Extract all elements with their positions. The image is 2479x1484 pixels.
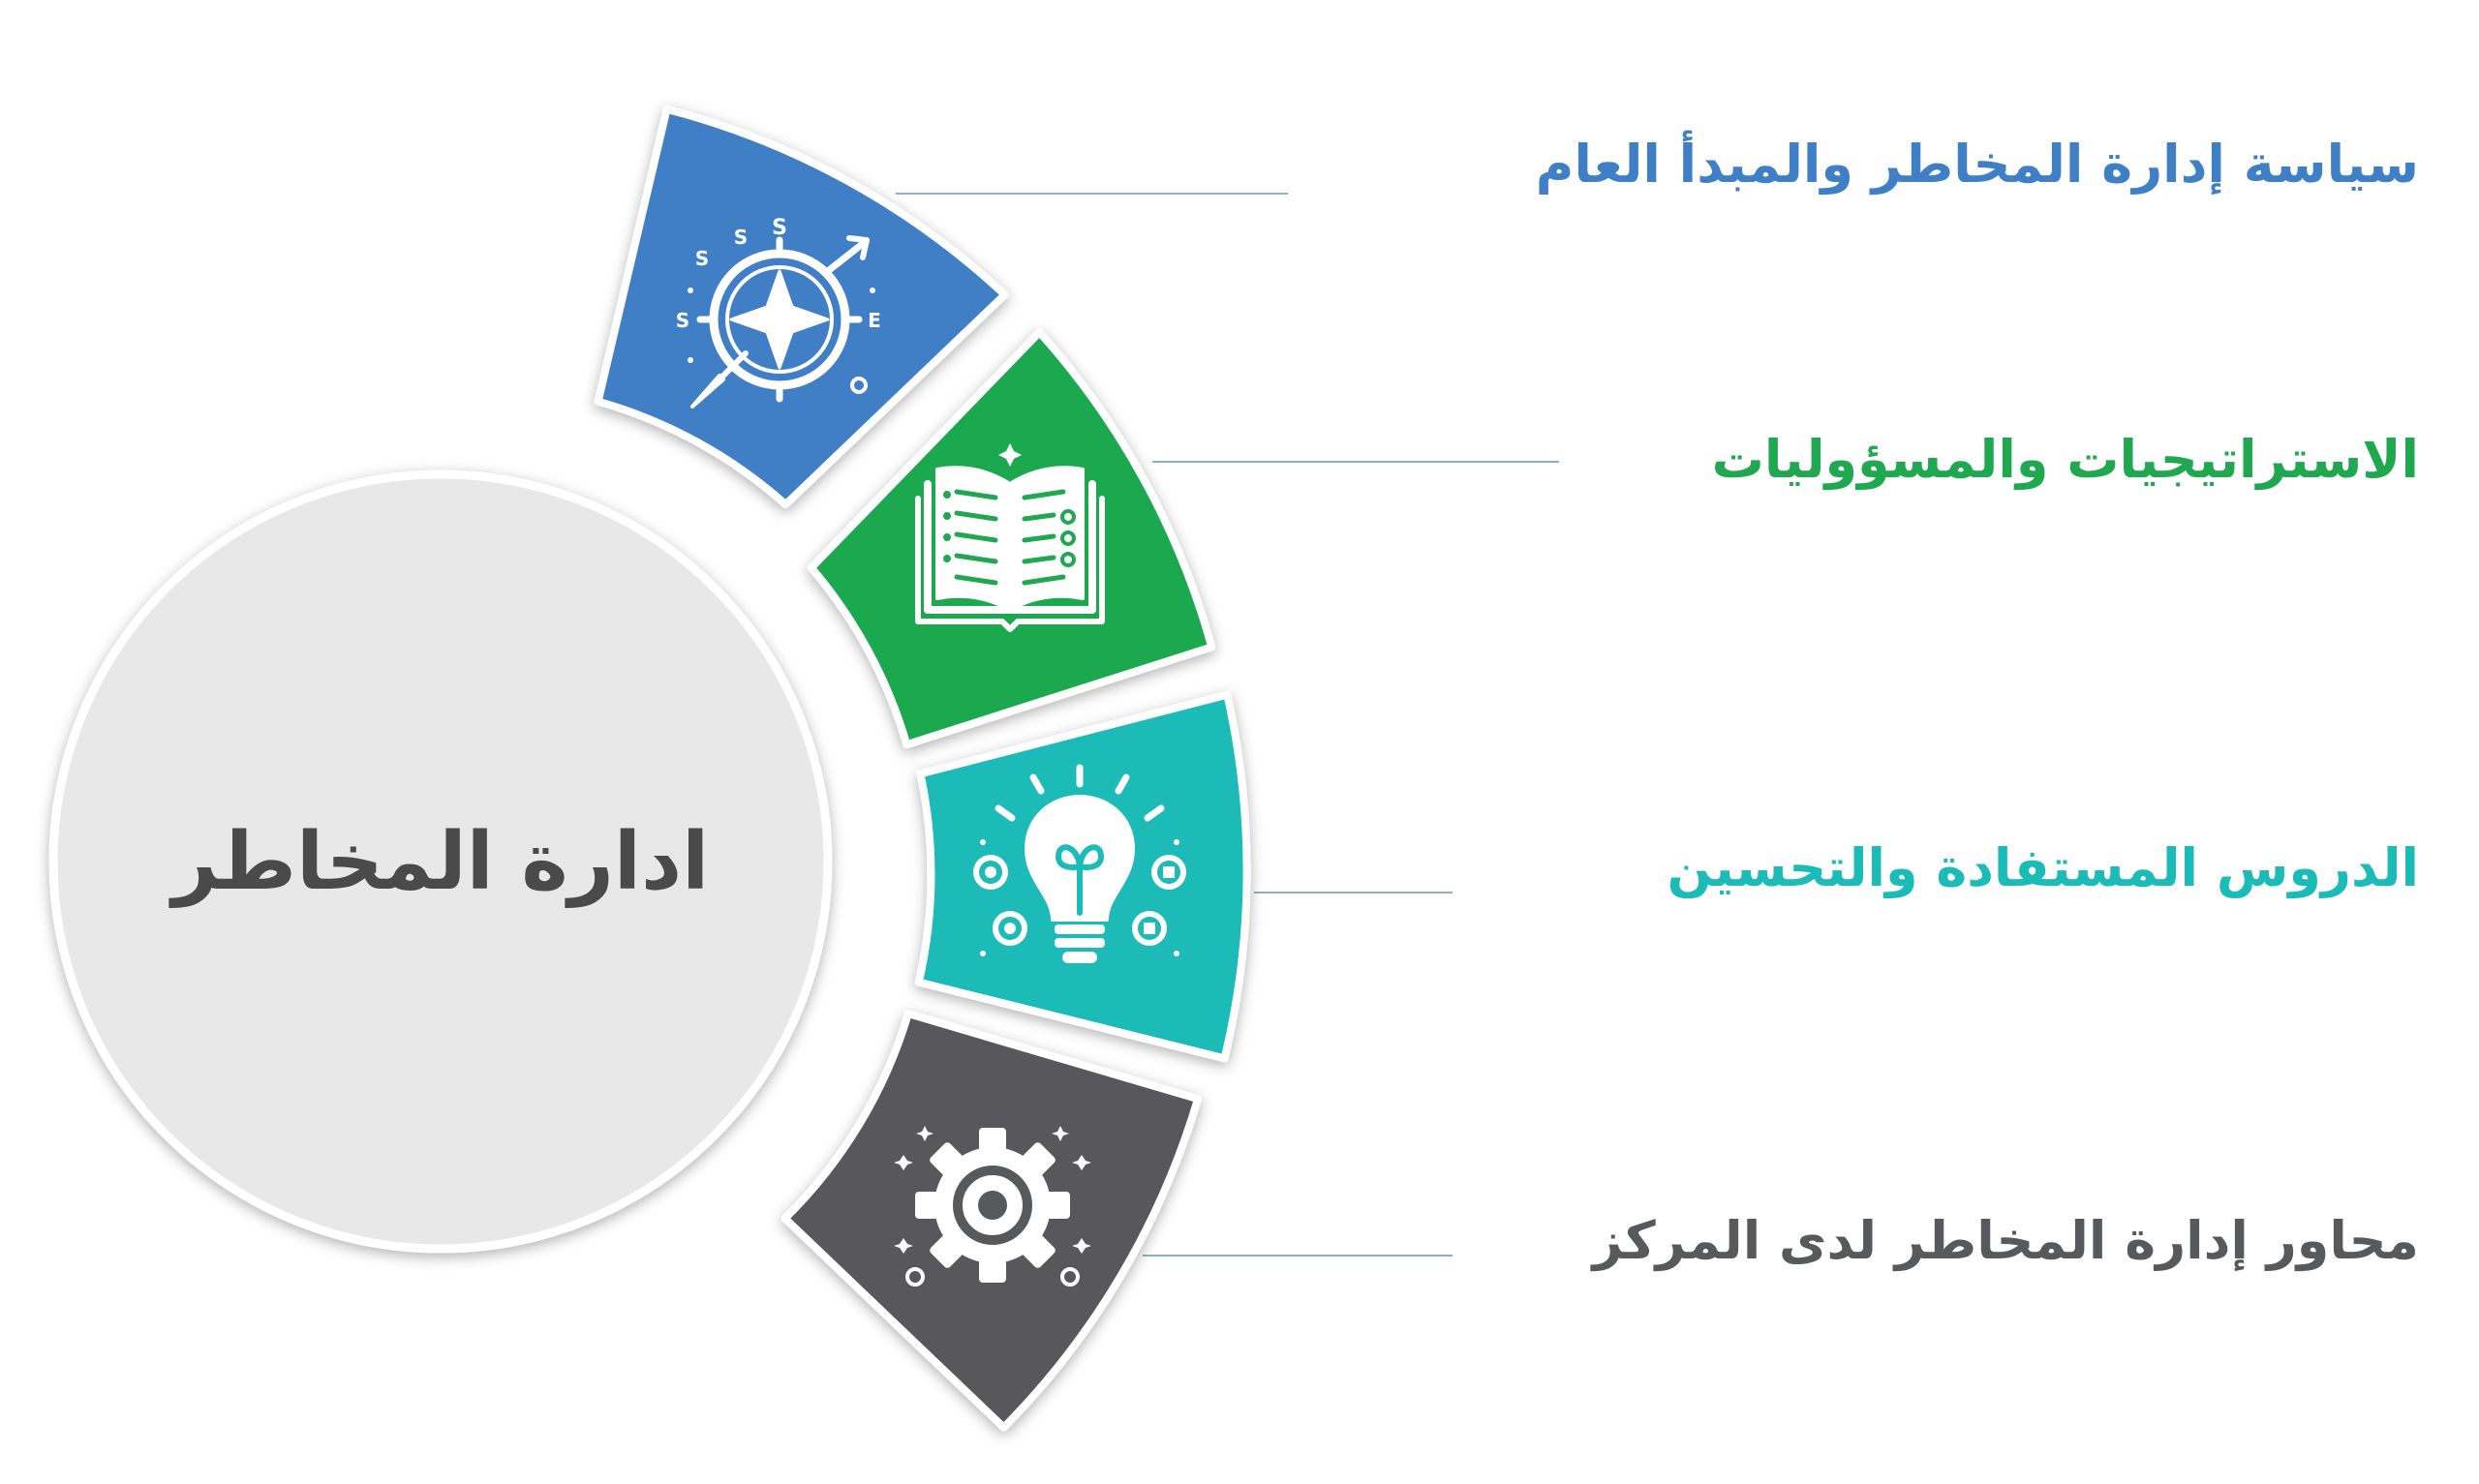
lightbulb-icon — [973, 764, 1186, 963]
label-lessons: الدروس المستفادة والتحسين — [1667, 837, 2419, 898]
open-book-icon — [915, 443, 1105, 632]
svg-text:S: S — [676, 309, 689, 332]
svg-text:E: E — [868, 309, 881, 332]
compass-icon: S S S S E — [676, 216, 881, 409]
svg-text:S: S — [772, 216, 787, 240]
center-circle — [48, 469, 833, 1254]
svg-text:S: S — [695, 247, 709, 270]
gear-icon — [894, 1126, 1091, 1287]
label-strategies: الاستراتيجيات والمسؤوليات — [1711, 429, 2419, 490]
segment-policy — [594, 105, 1009, 509]
svg-text:S: S — [734, 226, 748, 249]
label-policy: سياسة إدارة المخاطر والمبدأ العام — [1535, 134, 2419, 195]
label-axes: محاور إدارة المخاطر لدى المركز — [1592, 1210, 2419, 1271]
